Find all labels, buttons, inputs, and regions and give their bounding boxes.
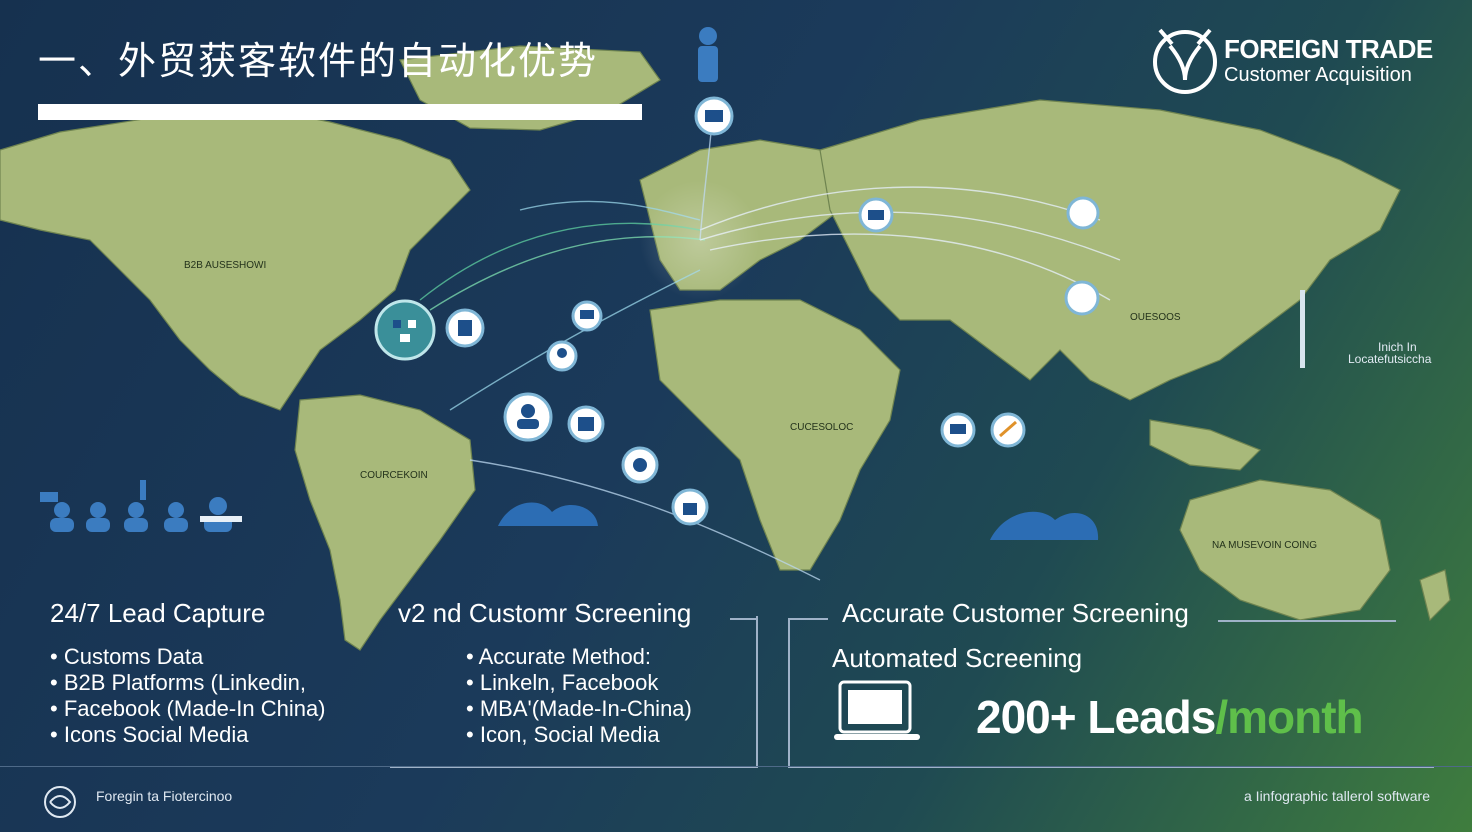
map-label-south-america: COURCEKOIN	[360, 470, 428, 481]
map-node-asia-2[interactable]	[1066, 196, 1100, 230]
logo-title: FOREIGN TRADE	[1224, 34, 1433, 64]
divider	[1218, 620, 1396, 622]
divider	[788, 618, 828, 620]
panel-right-title: Accurate Customer Screening	[842, 598, 1189, 628]
panel-right-subtitle: Automated Screening	[832, 643, 1083, 673]
continent-new-zealand	[1419, 569, 1451, 622]
page-title: 一、外贸获客软件的自动化优势	[38, 39, 599, 83]
list-item: MBA'(Made-In-China)	[466, 696, 692, 722]
panel-left-list: Customs Data B2B Platforms (Linkedin, Fa…	[50, 644, 326, 748]
logo-subtitle: Customer Acquisition	[1224, 64, 1412, 86]
list-item: Customs Data	[50, 644, 326, 670]
divider	[730, 618, 756, 620]
map-node-asia-1[interactable]	[858, 197, 894, 233]
panel-right-frame	[788, 618, 1434, 768]
map-node-grid[interactable]	[567, 405, 605, 443]
footer-divider	[0, 766, 1472, 767]
cloud-icon	[990, 511, 1099, 540]
continent-sea-islands	[1149, 419, 1262, 471]
map-node-lock[interactable]	[671, 488, 709, 526]
panel-middle-title: v2 nd Customr Screening	[398, 598, 692, 628]
panel-middle-list: Accurate Method: Linkeln, Facebook MBA'(…	[466, 644, 692, 748]
map-label-africa: CUCESOLOC	[790, 422, 853, 433]
leads-value: 200+ Leads	[976, 691, 1216, 743]
continent-south-america	[294, 394, 476, 651]
footer-brand: Foregin ta Fiotercinoo	[96, 788, 233, 804]
map-node-document[interactable]	[445, 308, 485, 348]
pin-marker	[1300, 290, 1305, 368]
map-node-user[interactable]	[546, 340, 578, 372]
panel-left-title: 24/7 Lead Capture	[50, 598, 266, 628]
map-node-target[interactable]	[621, 446, 659, 484]
map-label-north-america: B2B AUSESHOWI	[184, 260, 266, 271]
people-icon	[40, 480, 242, 532]
list-item: Linkeln, Facebook	[466, 670, 692, 696]
map-node-india-2[interactable]	[990, 412, 1026, 448]
map-label-east-top: Inich In	[1378, 340, 1417, 354]
map-label-asia: OUESOOS	[1130, 312, 1181, 323]
list-item: Icons Social Media	[50, 722, 326, 748]
map-node-india-1[interactable]	[940, 412, 976, 448]
cloud-icon	[498, 502, 598, 526]
laptop-icon	[834, 680, 920, 740]
map-node-asia-3[interactable]	[1064, 280, 1100, 316]
map-node-chat[interactable]	[571, 300, 603, 332]
person-icon	[698, 27, 718, 82]
map-node-profile[interactable]	[503, 392, 553, 442]
continent-australia	[1179, 479, 1391, 621]
map-node-top[interactable]	[694, 96, 734, 136]
leads-unit: /month	[1215, 691, 1363, 743]
title-underline	[38, 104, 642, 120]
list-item: B2B Platforms (Linkedin,	[50, 670, 326, 696]
leaf-logo-icon	[1153, 28, 1217, 94]
map-node-network[interactable]	[374, 299, 436, 361]
continent-asia	[819, 99, 1401, 401]
continent-north-america	[0, 107, 471, 411]
continent-africa	[649, 299, 901, 571]
list-item: Icon, Social Media	[466, 722, 692, 748]
panel-middle-frame	[390, 616, 758, 768]
map-label-east-bottom: Locatefutsiccha	[1348, 352, 1432, 366]
list-item: Facebook (Made-In China)	[50, 696, 326, 722]
map-label-australia: NA MUSEVOIN COING	[1212, 540, 1317, 551]
leads-stat: 200+ Leads/month	[976, 690, 1364, 744]
list-item: Accurate Method:	[466, 644, 692, 670]
footer-tagline: a Iinfographic tallerol software	[1244, 788, 1430, 804]
globe-icon	[44, 786, 76, 818]
